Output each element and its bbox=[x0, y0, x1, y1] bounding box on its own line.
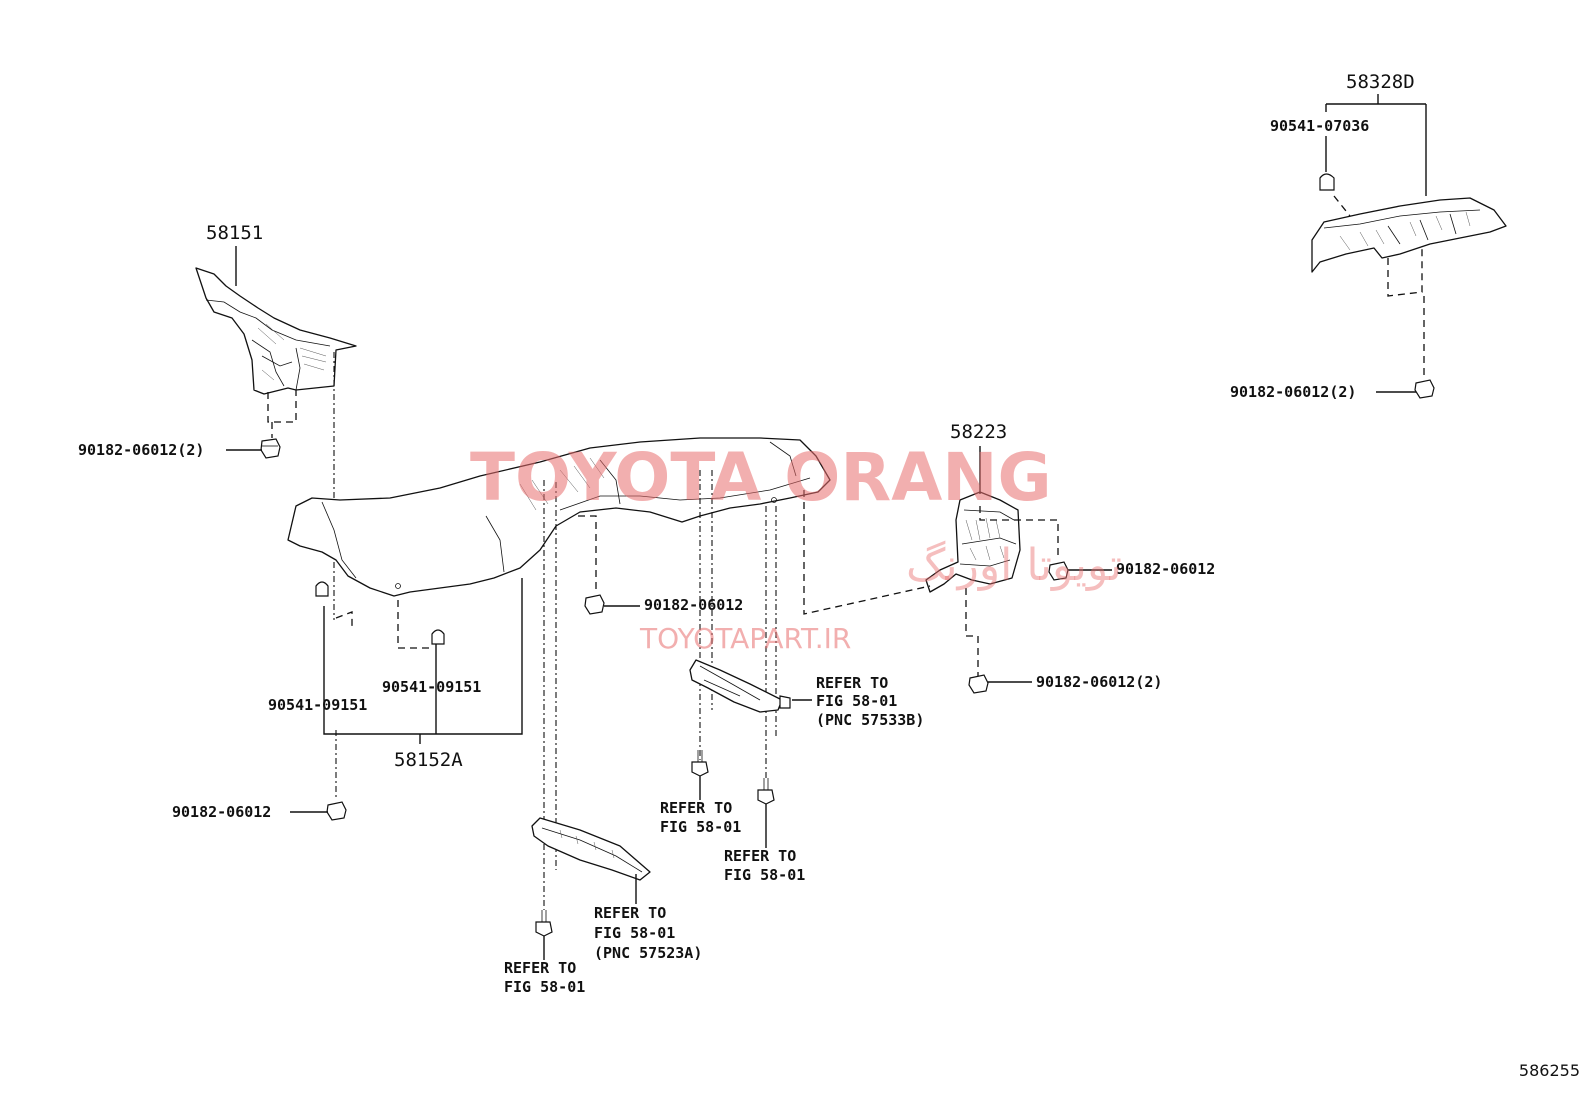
bolt-icon bbox=[691, 750, 709, 777]
label-90182-06012-2-top: 90182-06012(2) bbox=[1230, 383, 1356, 401]
bolt-icon bbox=[779, 695, 791, 709]
ref5-line1: REFER TO bbox=[504, 959, 576, 977]
watermark-site: TOYOTAPART.IR bbox=[639, 622, 851, 655]
part-number-58151: 58151 bbox=[206, 222, 263, 244]
cross-member-57533B bbox=[689, 659, 783, 713]
nut-icon bbox=[260, 438, 281, 459]
watermark-brand: TOYOTA ORANG bbox=[470, 439, 1052, 516]
nut-icon bbox=[968, 674, 989, 694]
ref3-line2: FIG 58-01 bbox=[724, 866, 805, 884]
bracket-57523A bbox=[531, 817, 651, 881]
label-90182-06012-center: 90182-06012 bbox=[644, 596, 743, 614]
ref1-line3: (PNC 57533B) bbox=[816, 711, 924, 729]
label-90182-06012-2-left: 90182-06012(2) bbox=[78, 441, 204, 459]
clip-icon bbox=[431, 629, 445, 645]
part-58152A-tunnel-insulator[interactable] bbox=[287, 437, 831, 597]
ref3-line1: REFER TO bbox=[724, 847, 796, 865]
label-90541-09151-center: 90541-09151 bbox=[382, 678, 481, 696]
clip-icon bbox=[315, 581, 329, 597]
bolt-icon bbox=[757, 778, 775, 805]
label-90541-09151-left: 90541-09151 bbox=[268, 696, 367, 714]
nut-icon bbox=[326, 801, 347, 821]
label-90182-06012-right: 90182-06012 bbox=[1116, 560, 1215, 578]
label-90182-06012-left-bottom: 90182-06012 bbox=[172, 803, 271, 821]
ref5-line2: FIG 58-01 bbox=[504, 978, 585, 996]
figure-number: 586255 bbox=[1519, 1061, 1580, 1080]
part-58328D-insulator[interactable] bbox=[1311, 197, 1507, 273]
watermark-brand-fa: تویوتا اورنگ bbox=[906, 540, 1122, 591]
ref4-line1: REFER TO bbox=[594, 904, 666, 922]
nut-icon bbox=[1414, 379, 1435, 399]
ref1-line2: FIG 58-01 bbox=[816, 692, 897, 710]
nut-icon bbox=[1048, 561, 1069, 581]
ref1-line1: REFER TO bbox=[816, 674, 888, 692]
ref2-line1: REFER TO bbox=[660, 799, 732, 817]
label-90541-07036: 90541-07036 bbox=[1270, 117, 1369, 135]
ref4-line3: (PNC 57523A) bbox=[594, 944, 702, 962]
label-90182-06012-2-right: 90182-06012(2) bbox=[1036, 673, 1162, 691]
part-58223-insulator[interactable] bbox=[925, 491, 1021, 593]
part-number-58223: 58223 bbox=[950, 421, 1007, 443]
part-number-58152A: 58152A bbox=[394, 749, 463, 771]
part-58151-insulator[interactable] bbox=[195, 267, 357, 395]
ref2-line2: FIG 58-01 bbox=[660, 818, 741, 836]
ref4-line2: FIG 58-01 bbox=[594, 924, 675, 942]
bolt-icon bbox=[535, 910, 553, 937]
clip-icon bbox=[1319, 173, 1335, 191]
nut-icon bbox=[584, 594, 605, 615]
part-number-58328D: 58328D bbox=[1346, 71, 1415, 93]
